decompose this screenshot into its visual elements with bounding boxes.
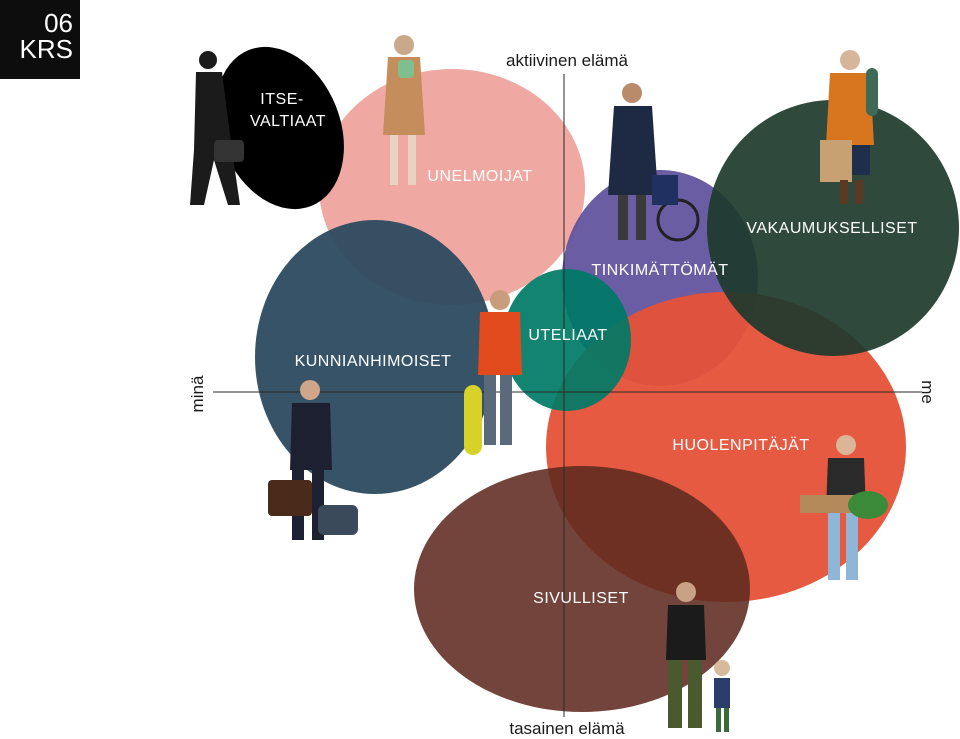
person-illustration-sivulliset	[666, 582, 730, 732]
floor-badge: 06 KRS	[0, 0, 80, 79]
axis-label-left: minä	[188, 375, 207, 412]
floor-code: KRS	[19, 34, 73, 64]
segment-label-tinkimattomat: TINKIMÄTTÖMÄT	[591, 261, 728, 279]
person-illustration-uteliaat	[464, 290, 522, 455]
segment-label-unelmoijat: UNELMOIJAT	[427, 168, 532, 185]
person-illustration-vakaumukselliset	[820, 50, 878, 204]
person-illustration-unelmoijat	[383, 35, 425, 185]
ellipse-sivulliset[interactable]	[414, 466, 750, 712]
person-illustration-itsevaltiaat	[190, 51, 244, 205]
segment-label-kunnianhimoiset: KUNNIANHIMOISET	[295, 353, 452, 370]
floor-number: 06	[44, 8, 73, 38]
person-illustration-kunnianhimoiset	[268, 380, 358, 540]
segment-label-huolenpitajat: HUOLENPITÄJÄT	[672, 436, 809, 454]
ellipse-vakaumukselliset[interactable]	[707, 100, 959, 356]
axis-label-right: me	[918, 380, 937, 404]
axis-label-top: aktiivinen elämä	[506, 51, 628, 70]
segment-label-sivulliset: SIVULLISET	[533, 590, 629, 607]
ellipse-uteliaat[interactable]	[503, 269, 631, 411]
person-illustration-tinkimattomat	[608, 83, 700, 242]
segment-label-itsevaltiaat-2: VALTIAAT	[250, 113, 326, 130]
axis-label-bottom: tasainen elämä	[509, 719, 625, 738]
person-illustration-huolenpitajat	[800, 435, 888, 580]
ellipse-itsevaltiaat[interactable]	[193, 28, 367, 229]
segment-label-uteliaat: UTELIAAT	[528, 327, 607, 344]
segment-label-itsevaltiaat-1: ITSE-	[260, 91, 303, 108]
segment-label-vakaumukselliset: VAKAUMUKSELLISET	[746, 220, 917, 237]
